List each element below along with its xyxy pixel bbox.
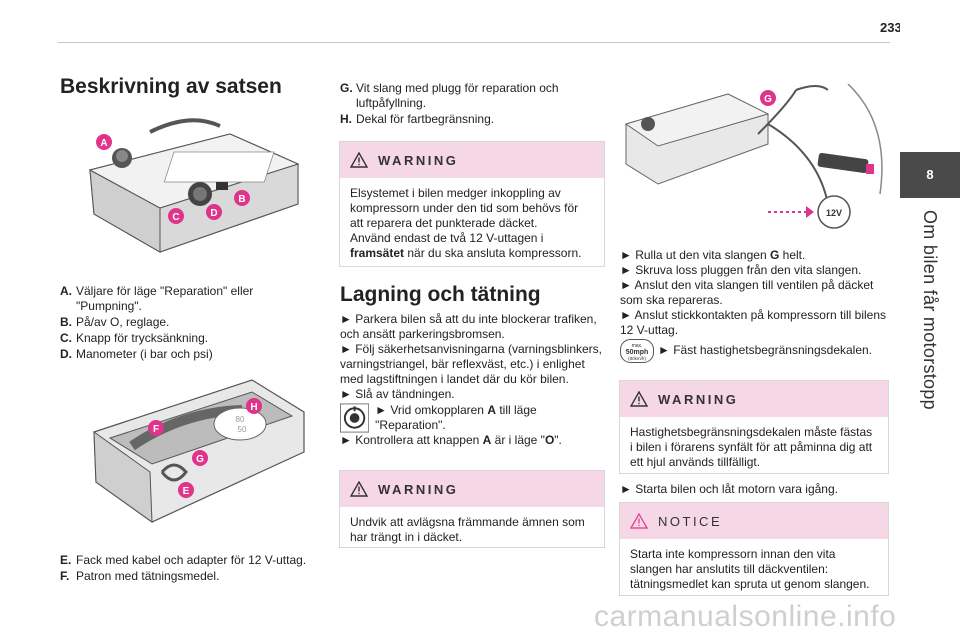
svg-text:max.: max. (632, 343, 643, 349)
svg-text:H: H (250, 402, 257, 413)
svg-text:F: F (153, 424, 159, 435)
warning-title: WARNING (658, 391, 739, 407)
step: ► Kontrollera att knappen A är i läge "O… (340, 433, 562, 447)
component-list-1: A.Väljare för läge "Reparation" eller "P… (60, 284, 315, 363)
warning-body: Elsystemet i bilen medger inkoppling av … (340, 178, 604, 269)
list-item: H.Dekal för fartbegränsning. (340, 112, 495, 126)
step: ► Parkera bilen så att du inte blockerar… (340, 312, 597, 341)
section-heading-repair: Lagning och tätning (340, 283, 541, 306)
callout-h: H (246, 398, 262, 414)
warning-header: WARNING (620, 381, 888, 417)
warning-header: WARNING (340, 142, 604, 178)
step: ► Rulla ut den vita slangen G helt. (620, 248, 806, 262)
svg-text:80: 80 (236, 415, 245, 424)
chapter-title: Om bilen får motorstopp (920, 210, 940, 410)
notice-title: NOTICE (658, 513, 723, 529)
warning-text: Använd endast de två 12 V-uttagen i fram… (350, 231, 582, 260)
compressor-top-illustration: A B C D (88, 118, 300, 253)
warning-title: WARNING (378, 481, 459, 497)
step: ► Följ säkerhetsanvisningarna (varningsb… (340, 342, 602, 386)
callout-g: G (192, 450, 208, 466)
list-item: E.Fack med kabel och adapter för 12 V-ut… (60, 553, 307, 567)
notice-header: NOTICE (620, 503, 888, 539)
svg-text:12V: 12V (826, 208, 842, 218)
step: ► Anslut stickkontakten på kompressorn t… (620, 308, 886, 337)
list-item: F.Patron med tätningsmedel. (60, 569, 220, 583)
list-item: D.Manometer (i bar och psi) (60, 347, 213, 361)
svg-text:50: 50 (238, 425, 247, 434)
warning-header: WARNING (340, 471, 604, 507)
notice-body: Starta inte kompressorn innan den vita s… (630, 547, 870, 591)
list-item: G.Vit slang med plugg för reparation och… (340, 81, 559, 110)
component-list-3: G.Vit slang med plugg för reparation och… (340, 81, 602, 128)
chapter-sidebar (900, 0, 960, 640)
warning-triangle-icon (350, 152, 368, 168)
warning-body: Undvik att avlägsna främmande ämnen som … (350, 515, 585, 544)
hose-connection-illustration: 12V G (624, 84, 883, 229)
header-rule (58, 42, 890, 43)
callout-e: E (178, 482, 194, 498)
step: ► Slå av tändningen. (340, 387, 455, 401)
step-with-icon: ► Vrid omkopplaren A till läge "Reparati… (340, 403, 604, 433)
step: ► Fäst hastighetsbegränsningsdekalen. (658, 343, 873, 357)
callout-b: B (234, 190, 250, 206)
component-list-2: E.Fack med kabel och adapter för 12 V-ut… (60, 553, 320, 585)
svg-text:E: E (183, 486, 190, 497)
svg-text:G: G (764, 94, 772, 105)
page-number: 233 (880, 20, 902, 35)
warning-box-electrical: WARNING Elsystemet i bilen medger inkopp… (339, 141, 605, 267)
callout-c: C (168, 208, 184, 224)
speed-limit-sticker-icon: max. 50mph (80km/h) (620, 339, 654, 363)
callout-f: F (148, 420, 164, 436)
warning-body: Hastighetsbegränsningsdekalen måste fäst… (630, 425, 873, 469)
svg-text:(80km/h): (80km/h) (628, 356, 646, 361)
warning-box-foreign: WARNING Undvik att avlägsna främmande äm… (339, 470, 605, 548)
svg-text:C: C (172, 212, 179, 223)
list-item: C.Knapp för trycksänkning. (60, 331, 209, 345)
step: ► Skruva loss pluggen från den vita slan… (620, 263, 862, 277)
chapter-tab[interactable]: 8 (900, 152, 960, 198)
list-item: A.Väljare för läge "Reparation" eller "P… (60, 284, 254, 313)
repair-mode-icon (340, 403, 370, 433)
list-item: B.På/av O, reglage. (60, 315, 170, 329)
watermark: carmanualsonline.info (594, 600, 897, 633)
start-step: ► Starta bilen och låt motorn vara igång… (620, 482, 838, 496)
repair-steps: ► Parkera bilen så att du inte blockerar… (340, 312, 604, 448)
warning-box-sticker: WARNING Hastighetsbegränsningsdekalen må… (619, 380, 889, 474)
notice-triangle-icon (630, 513, 648, 529)
callout-a: A (96, 134, 112, 150)
svg-text:D: D (210, 208, 217, 219)
callout-d: D (206, 204, 222, 220)
svg-text:B: B (238, 194, 245, 205)
warning-title: WARNING (378, 152, 459, 168)
step-with-icon: max. 50mph (80km/h) ► Fäst hastighetsbeg… (620, 339, 888, 363)
connection-steps: ► Rulla ut den vita slangen G helt. ► Sk… (620, 248, 888, 363)
compressor-bottom-illustration: 80 50 H F G E (93, 379, 305, 524)
notice-box: NOTICE Starta inte kompressorn innan den… (619, 502, 889, 596)
warning-triangle-icon (350, 481, 368, 497)
callout-g-hose: G (760, 90, 776, 106)
section-heading-kit: Beskrivning av satsen (60, 75, 282, 98)
svg-text:A: A (100, 138, 107, 149)
warning-triangle-icon (630, 391, 648, 407)
svg-text:G: G (196, 454, 204, 465)
step: ► Vrid omkopplaren A till läge "Reparati… (375, 403, 537, 432)
warning-text: Elsystemet i bilen medger inkoppling av … (350, 186, 579, 230)
svg-text:50mph: 50mph (626, 349, 649, 356)
step: ► Anslut den vita slangen till ventilen … (620, 278, 874, 307)
